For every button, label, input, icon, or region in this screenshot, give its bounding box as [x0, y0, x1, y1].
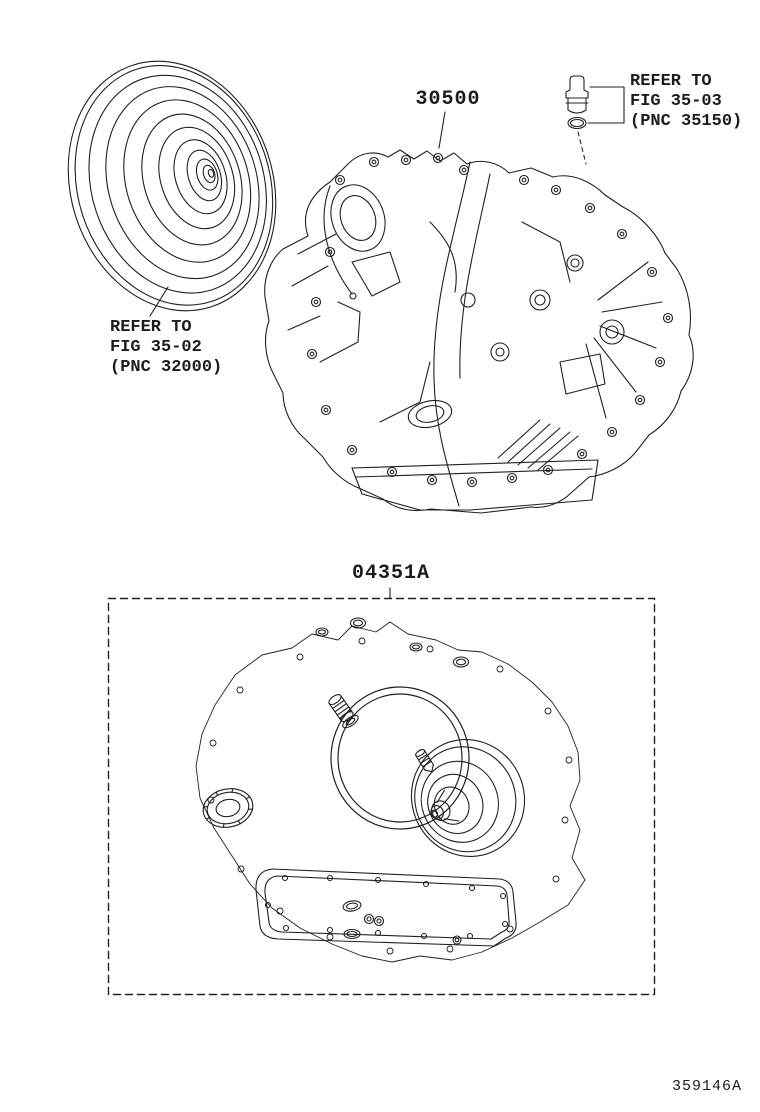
oil-seal-drawing — [202, 788, 254, 828]
torque-converter-leader-line — [149, 286, 169, 317]
reference-note-breather-plug: REFER TO FIG 35-03 (PNC 35150) — [630, 72, 742, 132]
reference-line: REFER TO — [110, 318, 192, 337]
reference-line: FIG 35-03 — [630, 92, 722, 111]
breather-plug-drawing — [565, 75, 625, 165]
reference-line: FIG 35-02 — [110, 338, 202, 357]
oil-pan-gasket-drawing — [255, 868, 517, 947]
stud-drawing — [415, 749, 434, 773]
gasket-kit-drawing — [107, 587, 656, 996]
small-o-rings-drawing — [315, 617, 470, 668]
transaxle-drawing — [264, 111, 694, 514]
drum-seal-drawing — [410, 738, 526, 858]
torque-converter-drawing — [67, 60, 277, 317]
o-ring-drawing — [567, 116, 587, 130]
part-label-transaxle: 30500 — [415, 88, 481, 111]
reference-line: REFER TO — [630, 72, 712, 91]
transaxle-bolts — [306, 152, 674, 488]
case-gasket-drawing — [195, 621, 586, 963]
pump-o-ring-drawing — [330, 686, 470, 830]
gasket-kit-box — [107, 597, 656, 996]
part-label-gasket-kit: 04351A — [351, 562, 430, 585]
reference-line: (PNC 32000) — [110, 358, 223, 377]
transaxle-leader-line — [438, 111, 446, 149]
reference-note-torque-converter: REFER TO FIG 35-02 (PNC 32000) — [110, 318, 222, 378]
reference-line: (PNC 35150) — [630, 112, 743, 131]
diagram-code: 359146A — [671, 1078, 742, 1095]
loose-seals-drawing — [342, 900, 462, 945]
union-fitting-drawing — [328, 694, 359, 729]
